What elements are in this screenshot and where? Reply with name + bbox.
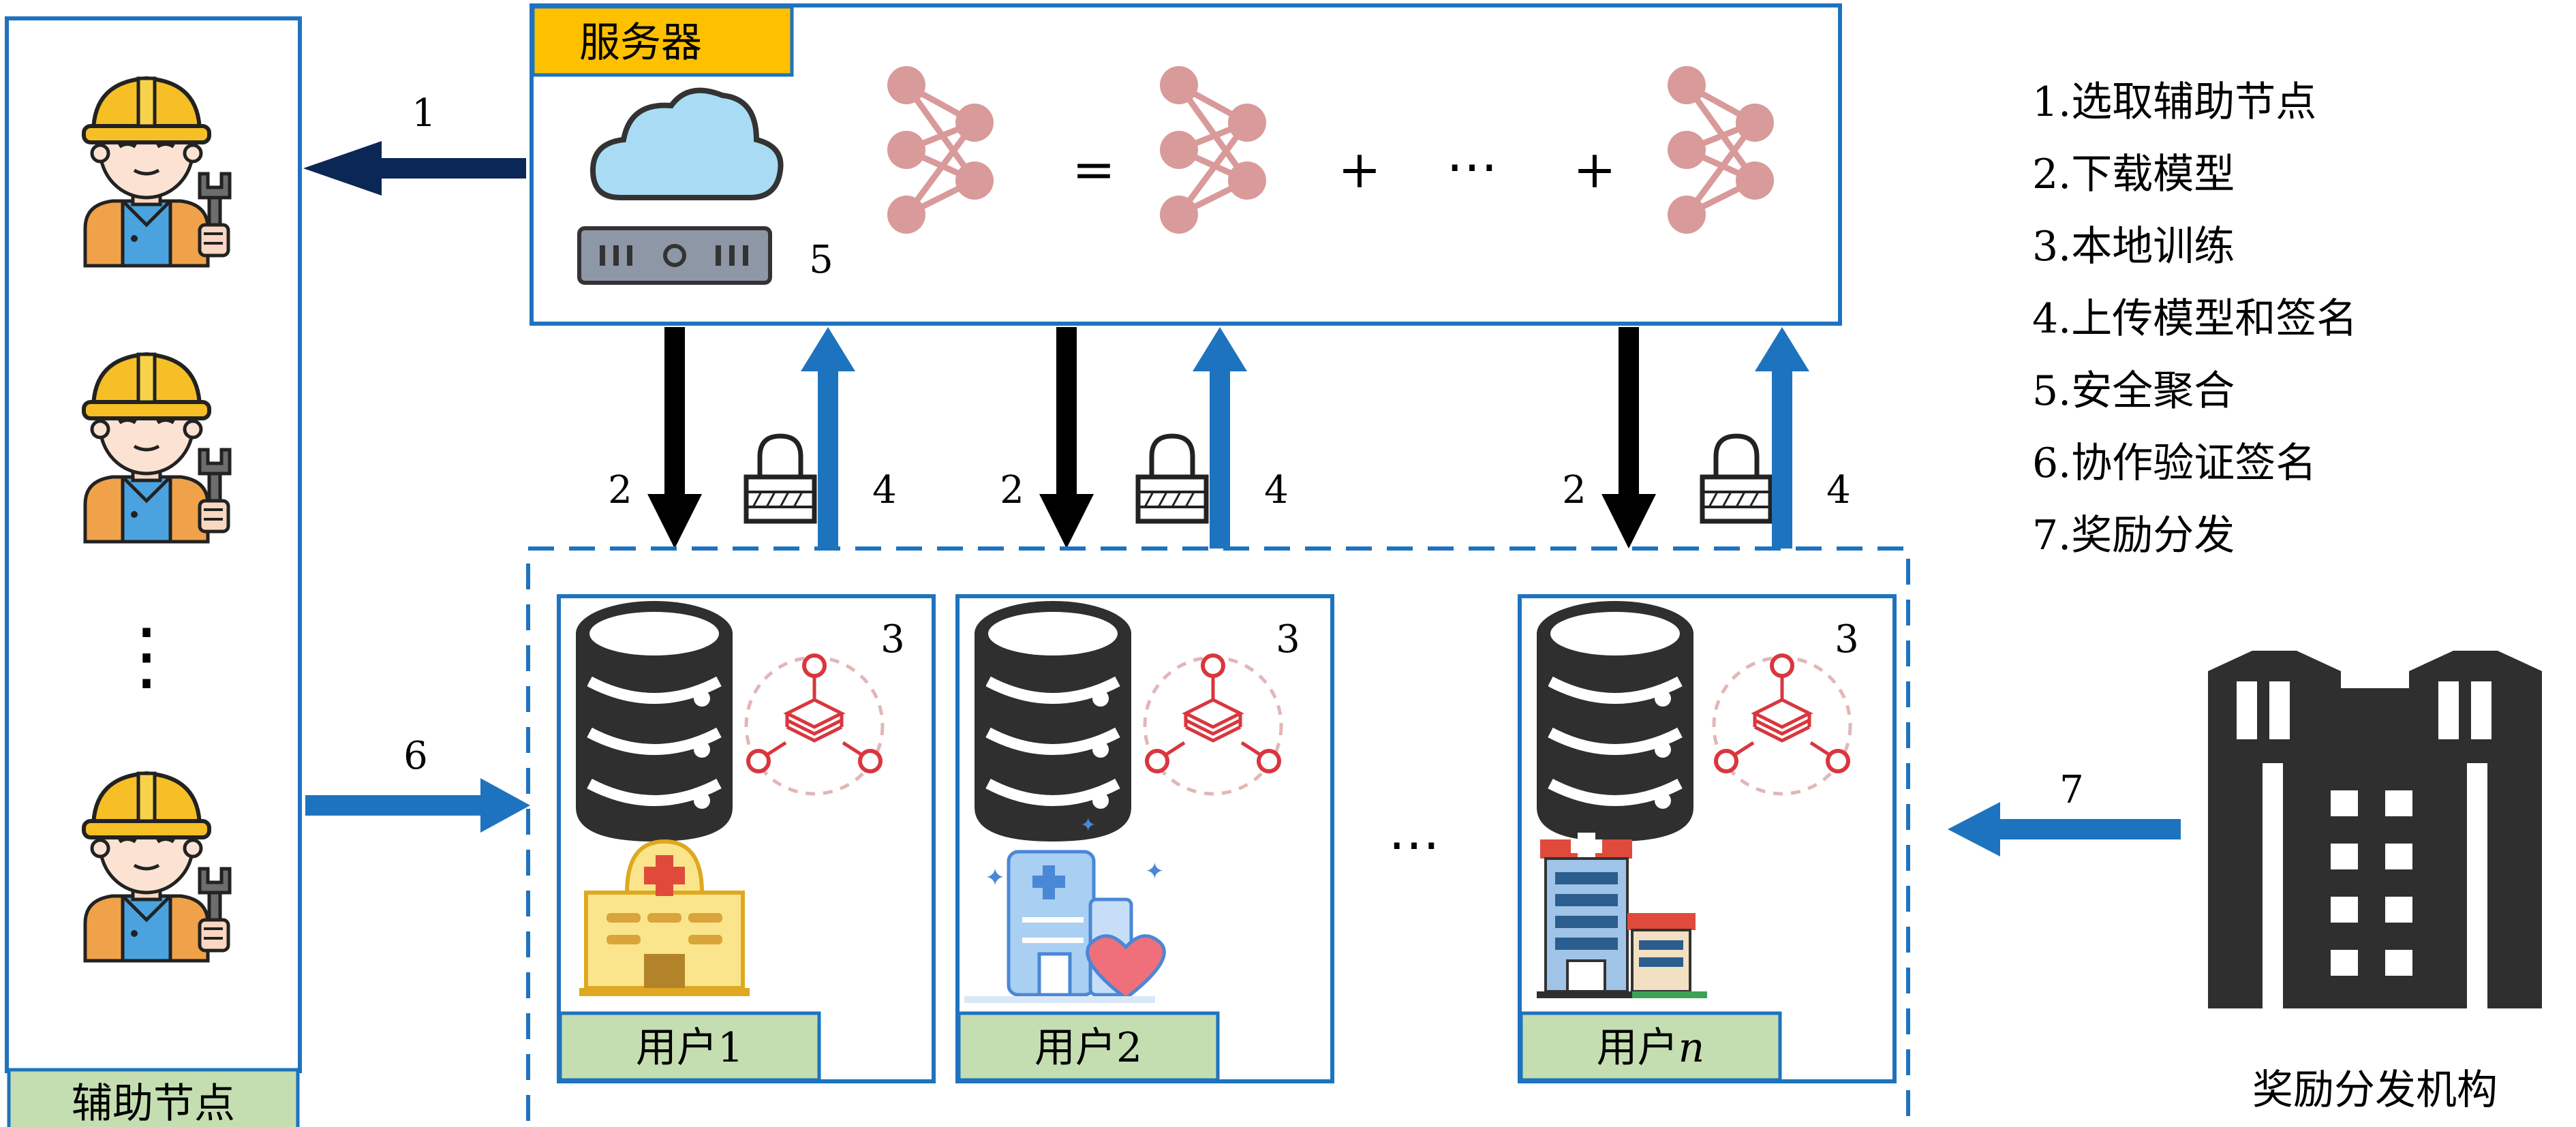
hospital-n-icon bbox=[1537, 833, 1707, 998]
upload-label-n: 4 bbox=[1826, 468, 1851, 512]
database-2-icon bbox=[975, 601, 1131, 842]
lock-icon-2 bbox=[1138, 436, 1206, 521]
svg-text:✦: ✦ bbox=[1145, 858, 1165, 885]
legend-item-7: 7.奖励分发 bbox=[2032, 512, 2235, 559]
server-label-box bbox=[531, 5, 794, 77]
server-panel: 服务器 5 = + ⋯ + bbox=[530, 3, 1842, 326]
download-label-1: 2 bbox=[608, 468, 632, 512]
database-n-icon bbox=[1537, 601, 1693, 842]
transfer-arrows-user-2: 2 4 bbox=[1000, 327, 1289, 549]
arrow-7-label: 7 bbox=[2059, 768, 2084, 812]
arrow-verify-signatures: 6 bbox=[305, 734, 530, 833]
user-1-panel: 3 用户1 bbox=[557, 594, 936, 1083]
svg-text:✦: ✦ bbox=[1080, 814, 1096, 836]
user-1-step: 3 bbox=[880, 617, 905, 662]
arrow-1-label: 1 bbox=[412, 91, 436, 136]
user-n-label: 用户n bbox=[1597, 1024, 1705, 1072]
cloud-server-icon bbox=[577, 87, 784, 285]
download-label-n: 2 bbox=[1562, 468, 1586, 512]
hospital-1-icon bbox=[579, 839, 750, 996]
download-label-2: 2 bbox=[1000, 468, 1024, 512]
transfer-arrows-user-n: 2 4 bbox=[1562, 327, 1851, 549]
transfer-arrows-user-1: 2 4 bbox=[608, 327, 897, 549]
svg-text:✦: ✦ bbox=[985, 864, 1005, 892]
lock-icon-1 bbox=[746, 436, 814, 521]
user-1-label-box bbox=[558, 1011, 821, 1082]
user-2-label-box bbox=[957, 1011, 1220, 1082]
helper-label-box bbox=[7, 1068, 300, 1127]
legend-item-5: 5.安全聚合 bbox=[2032, 367, 2235, 415]
user-2-panel: 3 ✦ ✦ ✦ 用户2 bbox=[955, 594, 1334, 1083]
reward-org-building-icon bbox=[2208, 651, 2542, 1008]
model-ellipsis: ⋯ bbox=[1446, 136, 1498, 196]
user-1-label: 用户1 bbox=[636, 1024, 743, 1072]
plus-sign-2: + bbox=[1573, 139, 1616, 200]
legend-item-3: 3.本地训练 bbox=[2032, 223, 2235, 271]
helper-vdots: ⋮ bbox=[109, 612, 184, 699]
upload-label-1: 4 bbox=[872, 468, 897, 512]
user-n-step: 3 bbox=[1835, 617, 1859, 662]
helper-label: 辅助节点 bbox=[72, 1080, 235, 1127]
server-step-number: 5 bbox=[809, 238, 833, 282]
arrow-6-label: 6 bbox=[403, 734, 428, 778]
users-ellipsis: ⋯ bbox=[1388, 814, 1440, 874]
user-n-label-box bbox=[1519, 1011, 1782, 1082]
arrow-reward: 7 bbox=[1948, 768, 2181, 856]
user-2-step: 3 bbox=[1276, 617, 1300, 662]
reward-org-label: 奖励分发机构 bbox=[2252, 1066, 2498, 1114]
lock-icon-n bbox=[1702, 436, 1770, 521]
equals-sign: = bbox=[1072, 139, 1116, 200]
step-legend: 1.选取辅助节点 2.下载模型 3.本地训练 4.上传模型和签名 5.安全聚合 6.协作验… bbox=[2032, 78, 2357, 559]
legend-item-2: 2.下载模型 bbox=[2032, 151, 2235, 198]
user-n-panel: 3 用户n bbox=[1518, 594, 1897, 1083]
database-1-icon bbox=[576, 601, 733, 842]
helper-nodes-panel: ⋮ 辅助节点 bbox=[5, 16, 302, 1127]
legend-item-6: 6.协作验证签名 bbox=[2032, 439, 2316, 487]
plus-sign-1: + bbox=[1338, 139, 1381, 200]
upload-label-2: 4 bbox=[1264, 468, 1289, 512]
legend-item-1: 1.选取辅助节点 bbox=[2032, 78, 2316, 126]
user-2-label: 用户2 bbox=[1034, 1024, 1142, 1072]
legend-item-4: 4.上传模型和签名 bbox=[2032, 295, 2357, 343]
hospital-2-icon: ✦ ✦ ✦ bbox=[964, 814, 1166, 1003]
server-label: 服务器 bbox=[579, 19, 702, 67]
arrow-select-helpers: 1 bbox=[303, 91, 526, 196]
